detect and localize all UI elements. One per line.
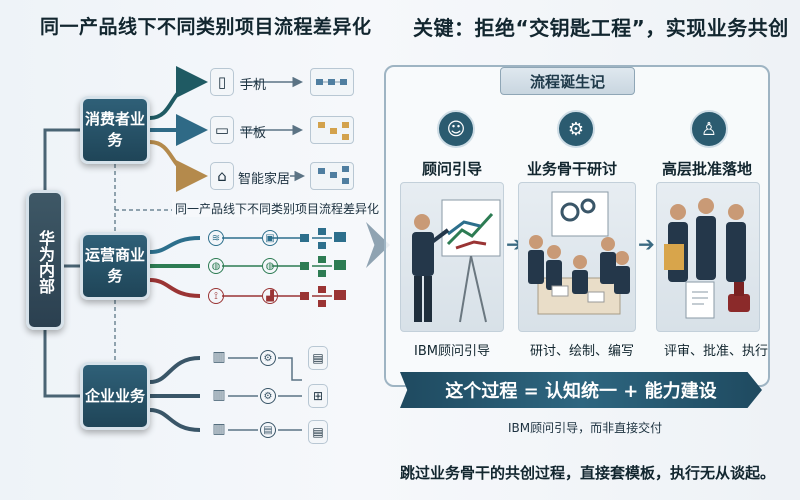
stage-arrow-2: ➔ — [638, 232, 655, 256]
building-icon: ▥ — [212, 349, 226, 365]
bottom-conclusion: 跳过业务骨干的共创过程，直接套模板，执行无从谈起。 — [400, 464, 776, 482]
consumer-branch-home — [149, 140, 208, 192]
operator-branch-1 — [149, 236, 201, 254]
document-icon: ▤ — [308, 346, 328, 370]
signal-icon: ⟟ — [208, 288, 224, 304]
wifi-icon: ≋ — [208, 230, 224, 246]
document-icon: ▤ — [260, 422, 276, 438]
middle-caption: 同一产品线下不同类别项目流程差异化 — [172, 200, 383, 217]
huawei-internal-box: 华为内部 — [26, 190, 64, 330]
enterprise-row-links — [228, 357, 302, 431]
people-icon: ☺ — [437, 110, 475, 148]
consultant-illustration — [412, 199, 501, 323]
stage-title-1: 顾问引导 — [422, 160, 483, 178]
house-icon: ⌂ — [210, 162, 234, 190]
operator-branch-3 — [149, 278, 201, 298]
stage-sub-1: IBM顾问引导 — [414, 344, 490, 359]
document-icon: ▤ — [308, 420, 328, 444]
stage-sub-3: 评审、批准、执行 — [664, 344, 769, 359]
gear-icon: ⚙ — [260, 388, 276, 404]
cube-icon: ▣ — [262, 230, 278, 246]
consultant-note: IBM顾问引导，而非直接交付 — [508, 421, 663, 435]
consumer-business-box: 消费者业务 — [80, 96, 150, 164]
device-label-tablet: 平板 — [240, 126, 267, 141]
workshop-illustration — [528, 191, 630, 315]
right-section-title: 关键：拒绝“交钥匙工程”，实现业务共创 — [413, 16, 789, 40]
person-with-check-icon: ♙ — [690, 110, 728, 148]
globe-icon: ◍ — [262, 258, 278, 274]
smartphone-icon: ▯ — [210, 68, 234, 96]
gear-icon: ⚙ — [260, 350, 276, 366]
operator-business-box: 运营商业务 — [80, 232, 150, 300]
approval-illustration — [664, 198, 750, 319]
process-equation-banner: 这个过程 = 认知统一 + 能力建设 — [400, 372, 762, 408]
stage-title-3: 高层批准落地 — [662, 160, 753, 178]
building-icon: ▥ — [212, 421, 226, 437]
tablet-icon: ▭ — [210, 116, 234, 144]
enterprise-branch-3 — [149, 408, 201, 432]
left-section-title: 同一产品线下不同类别项目流程差异化 — [40, 16, 372, 38]
globe-icon: ◍ — [208, 258, 224, 274]
consumer-branch-phone — [149, 66, 208, 120]
org-chart-icon: ⊞ — [308, 384, 328, 408]
gears-icon: ⚙ — [557, 110, 595, 148]
building-icon: ▥ — [212, 387, 226, 403]
panel-tab-title: 流程诞生记 — [500, 67, 635, 95]
device-label-smart-home: 智能家居 — [238, 172, 291, 187]
device-label-phone: 手机 — [240, 78, 267, 93]
stage-title-2: 业务骨干研讨 — [527, 160, 618, 178]
stage-sub-2: 研讨、绘制、编写 — [530, 344, 635, 359]
chart-icon: ▟ — [262, 288, 278, 304]
enterprise-business-box: 企业业务 — [80, 362, 150, 430]
root-connector — [43, 128, 80, 398]
enterprise-branch-1 — [149, 356, 201, 384]
